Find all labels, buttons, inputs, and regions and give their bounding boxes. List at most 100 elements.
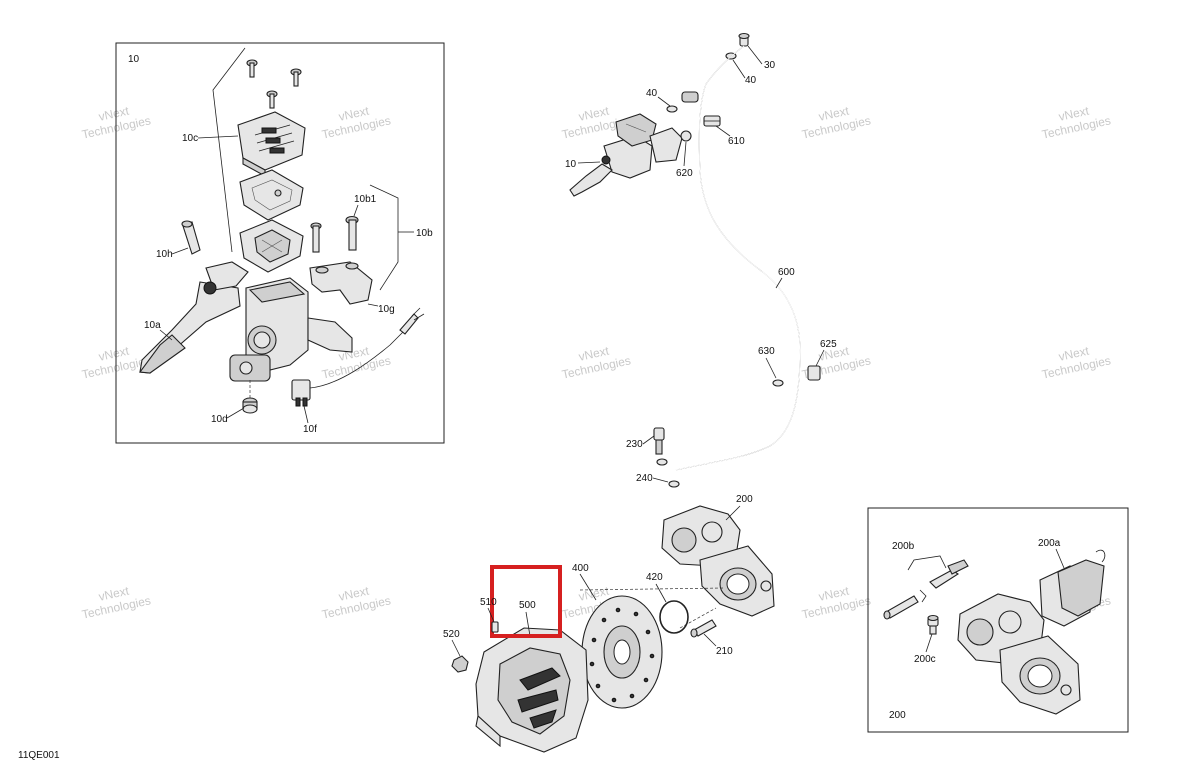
cover-screw[interactable]	[246, 59, 258, 78]
svg-text:420: 420	[646, 572, 663, 583]
watermark: vNext Technologies	[321, 584, 392, 622]
callout-10h[interactable]: 10h	[156, 247, 189, 260]
svg-text:630: 630	[758, 346, 775, 357]
callout-230[interactable]: 230	[626, 435, 655, 450]
guard-nut[interactable]	[451, 655, 469, 673]
svg-text:200a: 200a	[1038, 538, 1061, 549]
banjo-bolt[interactable]	[738, 32, 750, 47]
pad-pin-kit[interactable]	[883, 559, 969, 620]
callout-520[interactable]: 520	[443, 629, 461, 657]
callout-200a[interactable]: 200a	[1038, 538, 1065, 569]
clamp-bolt-10b1[interactable]	[345, 215, 359, 251]
callout-30[interactable]: 30	[747, 45, 776, 71]
callout-600[interactable]: 600	[775, 267, 795, 289]
brake-caliper[interactable]	[661, 505, 775, 617]
lever-pivot-nut[interactable]	[242, 380, 258, 414]
svg-text:230: 230	[626, 439, 643, 450]
reservoir-cover[interactable]	[237, 111, 306, 177]
watermark: vNext Technologies	[801, 104, 872, 142]
callout-10[interactable]: 10	[565, 159, 601, 170]
callout-10g[interactable]: 10g	[367, 303, 395, 315]
hose-grommet[interactable]	[680, 130, 692, 142]
svg-text:vNext: vNext	[817, 584, 851, 604]
handlebar-clamp[interactable]	[309, 261, 373, 305]
callout-500[interactable]: 500	[519, 600, 536, 637]
caliper-assembly[interactable]	[957, 593, 1081, 715]
callout-10f[interactable]: 10f	[303, 405, 317, 435]
diagram-id: 11QE001	[18, 750, 60, 761]
sealing-washer[interactable]	[666, 105, 678, 113]
guard-screw[interactable]	[491, 621, 499, 633]
brake-lever[interactable]	[138, 261, 249, 374]
callout-40-left[interactable]: 40	[646, 88, 671, 107]
master-cylinder-body[interactable]	[229, 277, 353, 382]
inset-caliper: 200 200a	[867, 507, 1129, 733]
callout-40-top[interactable]: 40	[732, 59, 757, 86]
brake-hose[interactable]	[675, 45, 801, 471]
brake-disc[interactable]	[581, 595, 663, 709]
watermark: vNext Technologies	[81, 344, 152, 382]
cover-screw[interactable]	[266, 90, 278, 109]
callout-210[interactable]: 210	[703, 633, 733, 657]
callout-400[interactable]: 400	[572, 563, 597, 601]
banjo-fitting[interactable]	[681, 91, 699, 103]
inset-master-cylinder: 10	[115, 42, 445, 444]
callout-200b[interactable]: 200b	[892, 541, 915, 552]
inset-title: 200	[889, 710, 906, 721]
hose-washer[interactable]	[772, 379, 784, 387]
brake-pads[interactable]	[1039, 549, 1106, 627]
disc-guard[interactable]	[475, 627, 589, 753]
bleeder-valve[interactable]	[927, 614, 939, 635]
callout-630[interactable]: 630	[758, 346, 777, 379]
svg-text:210: 210	[716, 646, 733, 657]
svg-text:vNext: vNext	[97, 104, 131, 124]
callout-620[interactable]: 620	[676, 141, 693, 179]
svg-text:200: 200	[736, 494, 753, 505]
callout-10b1[interactable]: 10b1	[353, 194, 377, 217]
clamp-bolt[interactable]	[310, 222, 322, 253]
diaphragm-plate[interactable]	[239, 169, 304, 221]
caliper-washer[interactable]	[656, 458, 680, 488]
callout-625[interactable]: 625	[815, 339, 837, 367]
svg-text:200c: 200c	[914, 654, 936, 665]
diaphragm[interactable]	[239, 219, 304, 273]
highlight-box	[490, 565, 562, 638]
brake-light-switch[interactable]	[291, 307, 425, 407]
svg-text:240: 240	[636, 473, 653, 484]
svg-text:vNext: vNext	[97, 344, 131, 364]
hose-clip[interactable]	[703, 115, 721, 127]
callout-510[interactable]: 510	[480, 597, 497, 623]
caliper-banjo-bolt[interactable]	[653, 427, 665, 455]
svg-text:620: 620	[676, 168, 693, 179]
svg-text:vNext: vNext	[577, 584, 611, 604]
svg-text:400: 400	[572, 563, 589, 574]
watermark: vNext Technologies	[1041, 344, 1112, 382]
svg-text:vNext: vNext	[1057, 104, 1091, 124]
callout-240[interactable]: 240	[636, 473, 669, 484]
callout-420[interactable]: 420	[646, 572, 667, 603]
lever-pivot-pin[interactable]	[181, 220, 201, 255]
callout-10b[interactable]: 10b	[398, 228, 433, 239]
callout-10a[interactable]: 10a	[144, 320, 173, 341]
svg-text:10b1: 10b1	[354, 194, 377, 205]
svg-text:10c: 10c	[182, 133, 198, 144]
svg-text:vNext: vNext	[817, 104, 851, 124]
watermark: vNext Technologies	[81, 104, 152, 142]
master-cylinder[interactable]	[569, 113, 683, 197]
leader-bracket-10c	[212, 47, 246, 253]
leader-bracket-200b	[907, 555, 947, 571]
svg-text:vNext: vNext	[1057, 344, 1091, 364]
caliper-bolt[interactable]	[690, 619, 717, 638]
assembly-axis	[579, 587, 725, 591]
callout-610[interactable]: 610	[715, 125, 745, 147]
o-ring[interactable]	[659, 600, 689, 634]
hose-guide-clip[interactable]	[807, 365, 821, 381]
callout-10d[interactable]: 10d	[211, 407, 245, 425]
svg-text:30: 30	[764, 60, 776, 71]
cover-screw[interactable]	[290, 68, 302, 87]
callout-200[interactable]: 200	[725, 494, 753, 521]
callout-200c[interactable]: 200c	[914, 633, 936, 665]
callout-10c[interactable]: 10c	[182, 133, 239, 144]
